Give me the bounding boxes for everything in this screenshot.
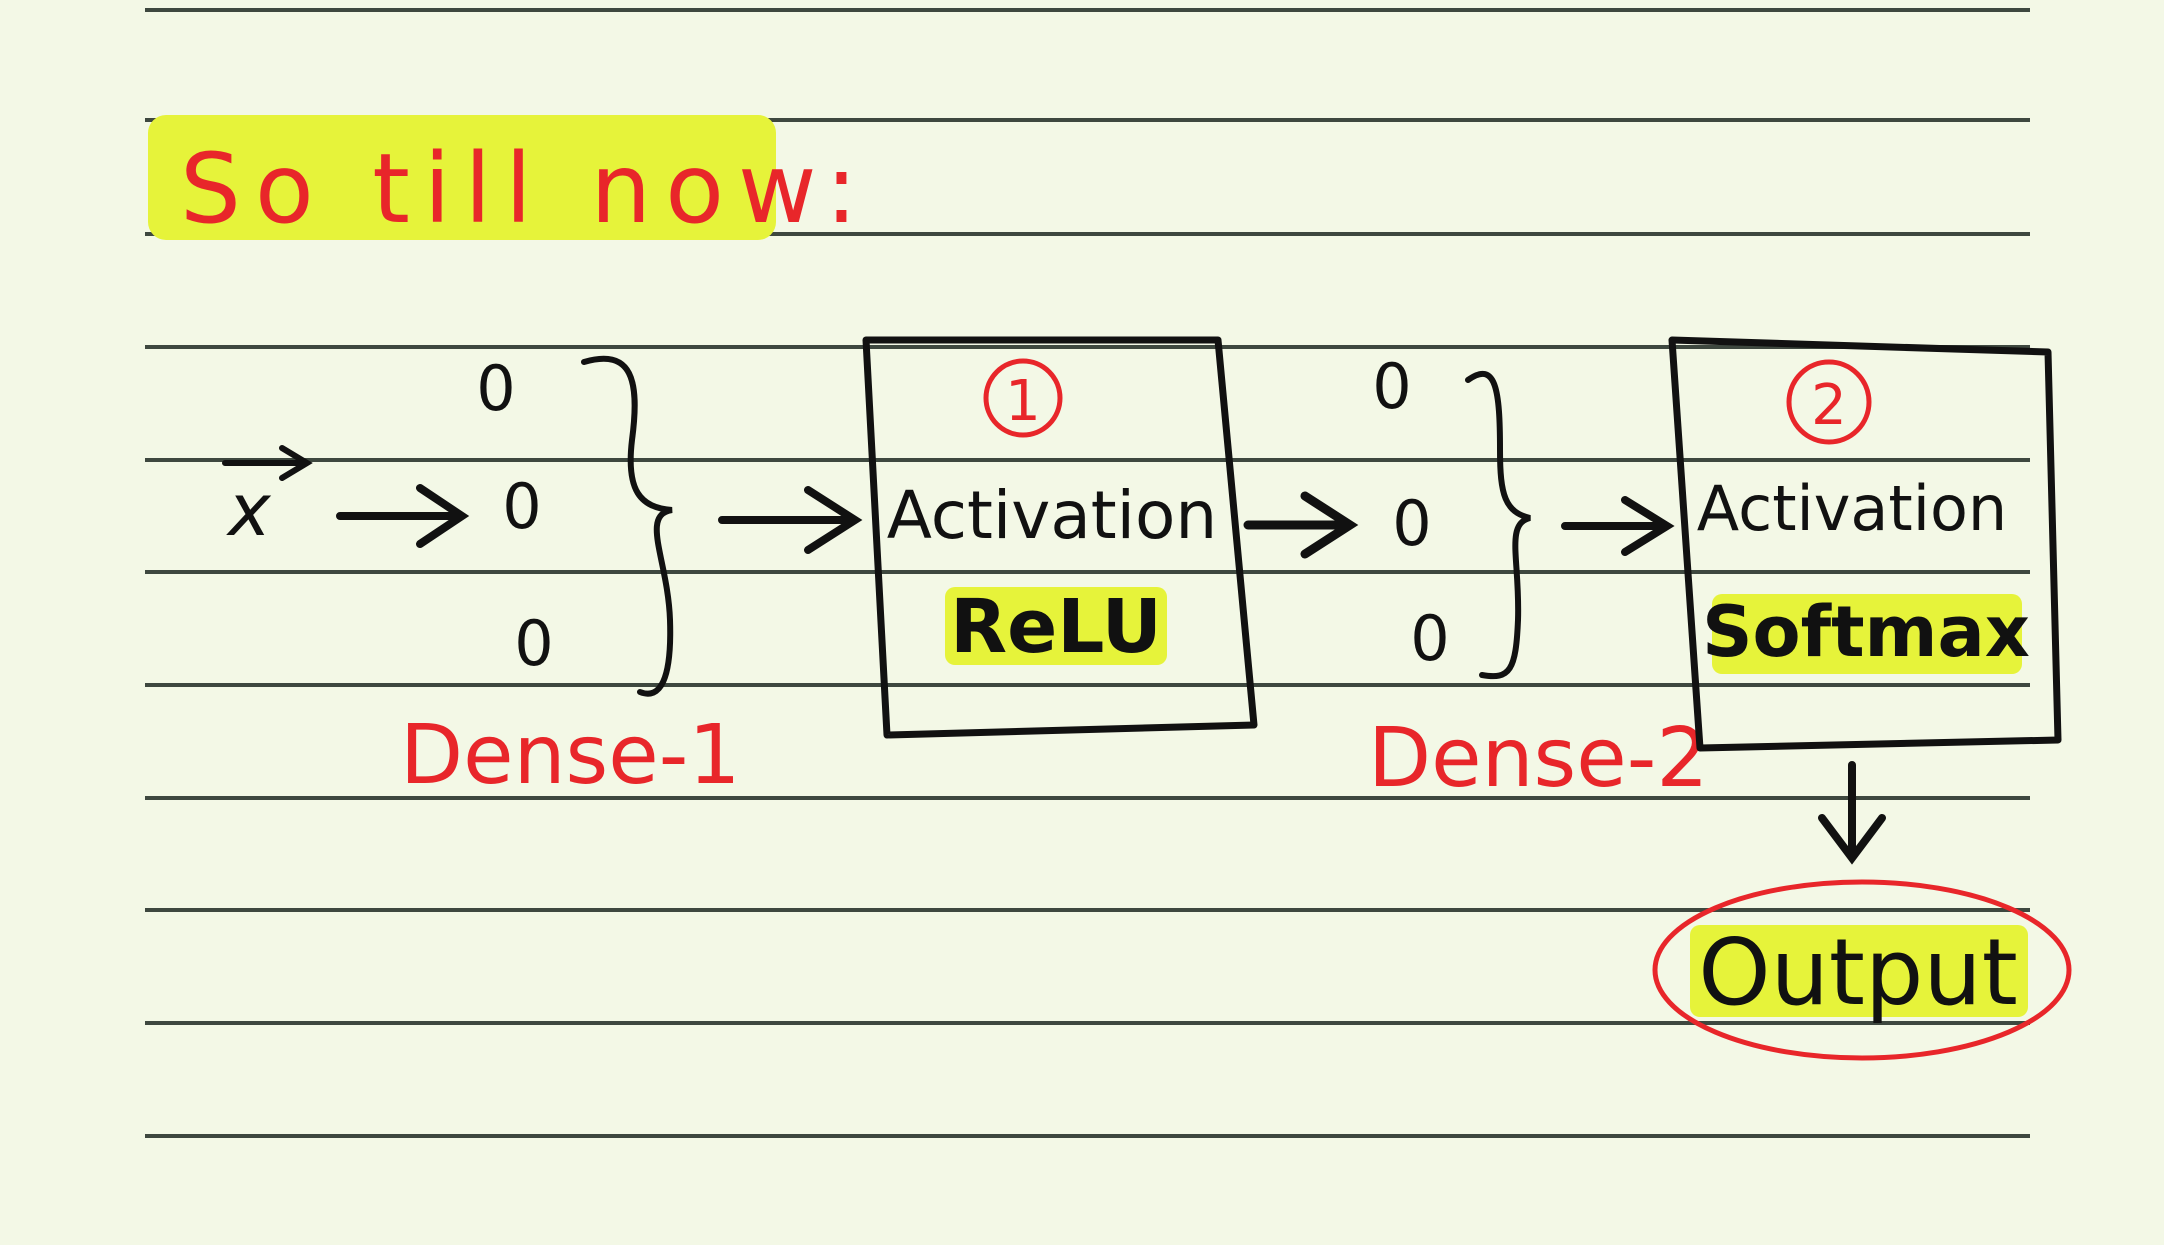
- dense-2-brace-icon: [1465, 371, 1532, 680]
- output-highlight: [1690, 925, 2028, 1017]
- activation-marker-2: 2: [1811, 373, 1847, 438]
- dense-2-label: Dense-2: [1368, 711, 1709, 806]
- arrow-dense1-to-relu-icon: [718, 486, 863, 554]
- dense-1-neuron: 0: [476, 352, 515, 425]
- activation-title-1: Activation: [887, 477, 1217, 554]
- dense-2-neuron: 0: [1410, 602, 1449, 675]
- dense-2-neuron: 0: [1392, 487, 1431, 560]
- output-node: Output: [1652, 879, 2072, 1061]
- dense-1-label: Dense-1: [400, 708, 741, 803]
- activation-title-2: Activation: [1697, 472, 2007, 545]
- activation-marker-1: 1: [1005, 369, 1041, 434]
- input-label: x: [226, 468, 272, 552]
- arrow-input-to-dense1-icon: [336, 484, 470, 548]
- vector-arrow-icon: [222, 445, 313, 481]
- output-ellipse: [1652, 879, 2072, 1061]
- dense-1-neuron: 0: [514, 607, 553, 680]
- softmax-highlight: [1712, 594, 2022, 674]
- arrow-dense2-to-softmax-icon: [1561, 496, 1675, 556]
- activation-marker-1-circle: [983, 358, 1063, 438]
- arrow-relu-to-dense2-icon: [1243, 491, 1359, 559]
- activation-marker-2-circle: [1786, 359, 1872, 445]
- activation-function-1: ReLU: [950, 584, 1162, 670]
- activation-function-2: Softmax: [1702, 591, 2030, 673]
- dense-2-neuron: 0: [1372, 350, 1411, 423]
- heading-highlight: [148, 115, 776, 240]
- relu-highlight: [945, 587, 1167, 665]
- activation-box-relu: 1 Activation ReLU: [862, 336, 1258, 739]
- input-vector: x: [222, 445, 313, 552]
- dense-2-layer: 0 0 0 Dense-2: [1368, 350, 1709, 806]
- dense-1-layer: 0 0 0 Dense-1: [400, 352, 741, 803]
- output-label: Output: [1698, 919, 2018, 1026]
- activation-box-softmax: 2 Activation Softmax: [1668, 336, 2062, 752]
- dense-1-neuron: 0: [502, 470, 541, 543]
- heading-text: So till now:: [180, 133, 872, 245]
- dense-1-brace-icon: [581, 355, 674, 697]
- arrow-softmax-to-output-icon: [1818, 761, 1886, 865]
